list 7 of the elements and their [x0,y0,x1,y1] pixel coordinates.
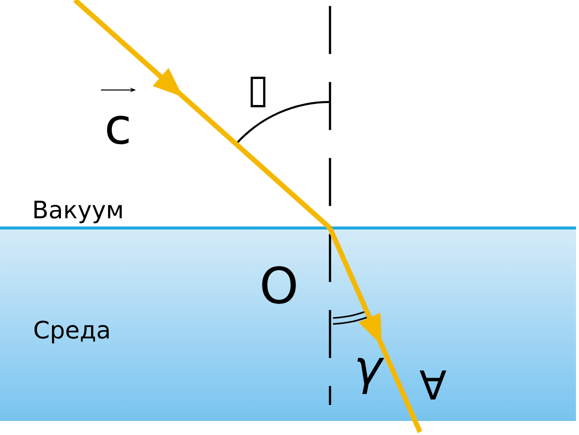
velocity-label: ∀ [420,370,446,400]
vector-label: c [107,116,129,144]
medium-label: Вакуум [34,200,122,224]
angle-label: γ [357,358,384,394]
medium-label: Среда [34,320,109,344]
point-label: O [262,266,296,304]
angle-label: ▯ [250,76,266,108]
